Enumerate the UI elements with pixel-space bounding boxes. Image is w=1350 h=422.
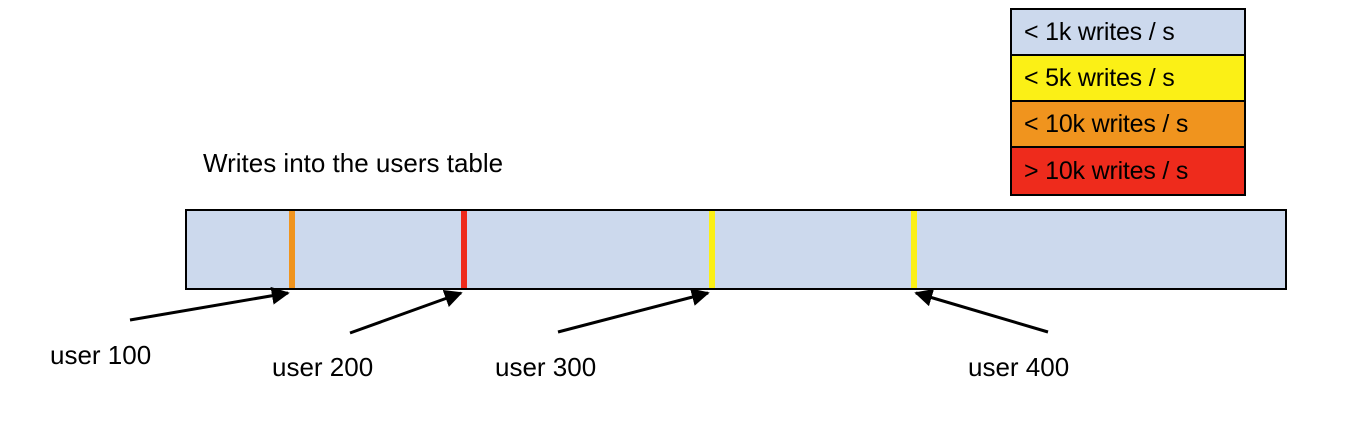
callout-label-user-100: user 100: [50, 340, 152, 370]
callout-label-user-200: user 200: [272, 352, 374, 382]
arrow-user-400: [914, 288, 1049, 334]
marker-user-100: [289, 211, 295, 288]
legend-label-under-5k: < 5k writes / s: [1024, 63, 1175, 92]
marker-user-300: [709, 211, 715, 288]
legend: < 1k writes / s < 5k writes / s < 10k wr…: [1010, 8, 1246, 196]
legend-row-under-5k: < 5k writes / s: [1012, 56, 1244, 102]
legend-row-over-10k: > 10k writes / s: [1012, 148, 1244, 194]
legend-label-under-10k: < 10k writes / s: [1024, 109, 1189, 138]
arrow-user-300: [557, 288, 710, 334]
callout-label-user-400: user 400: [968, 352, 1070, 382]
marker-user-200: [461, 211, 467, 288]
legend-row-under-1k: < 1k writes / s: [1012, 10, 1244, 56]
users-table-bar: [185, 209, 1287, 290]
legend-row-under-10k: < 10k writes / s: [1012, 102, 1244, 148]
arrow-user-200: [349, 290, 463, 335]
legend-label-under-1k: < 1k writes / s: [1024, 17, 1175, 46]
chart-title: Writes into the users table: [203, 148, 504, 178]
arrow-user-100: [129, 286, 290, 322]
marker-user-400: [911, 211, 917, 288]
legend-label-over-10k: > 10k writes / s: [1024, 156, 1189, 185]
callout-label-user-300: user 300: [495, 352, 597, 382]
